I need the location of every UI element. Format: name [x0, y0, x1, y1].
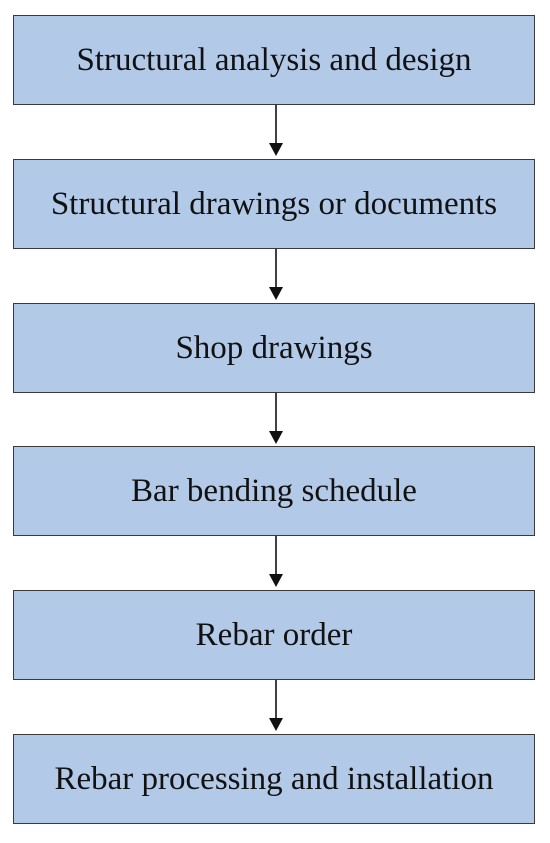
step-label: Structural analysis and design: [76, 41, 472, 78]
step-bar-bending-schedule-box: Bar bending schedule: [13, 446, 535, 536]
arrow-down-icon: [269, 680, 283, 731]
step-rebar-order-box: Rebar order: [13, 590, 535, 680]
arrow-down-icon: [269, 105, 283, 156]
step-label: Rebar order: [195, 616, 353, 653]
arrow-down-icon: [269, 536, 283, 587]
step-structural-analysis-box: Structural analysis and design: [13, 15, 535, 105]
step-label: Bar bending schedule: [131, 472, 417, 509]
step-label: Shop drawings: [175, 329, 373, 366]
arrow-down-icon: [269, 249, 283, 300]
step-label: Structural drawings or documents: [50, 185, 498, 222]
arrow-down-icon: [269, 393, 283, 444]
step-structural-drawings-box: Structural drawings or documents: [13, 159, 535, 249]
step-shop-drawings-box: Shop drawings: [13, 303, 535, 393]
step-label: Rebar processing and installation: [54, 760, 494, 797]
step-rebar-processing-box: Rebar processing and installation: [13, 734, 535, 824]
